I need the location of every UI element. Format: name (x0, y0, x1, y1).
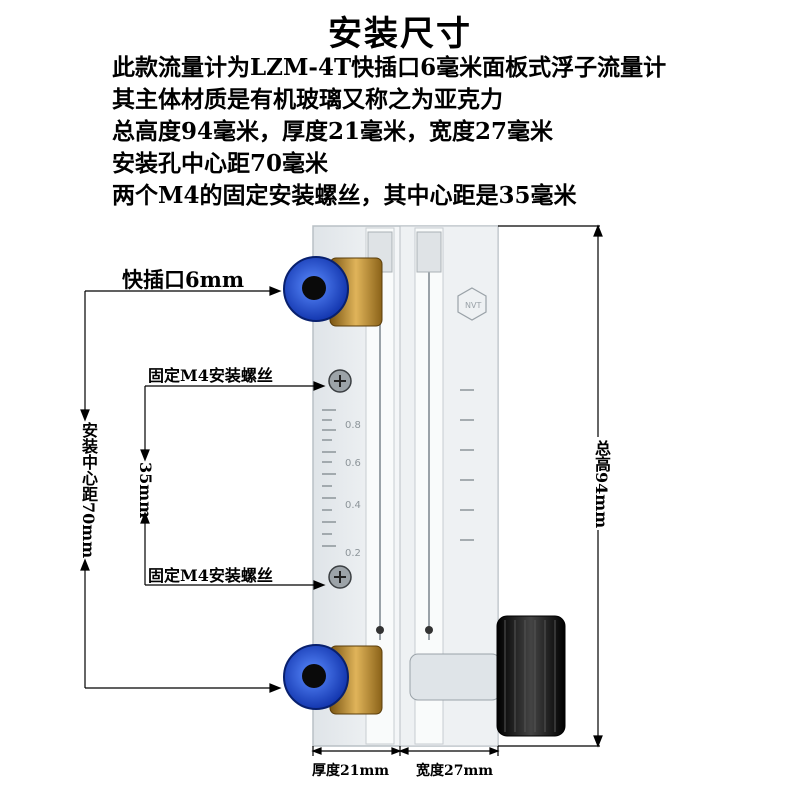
description-block: 此款流量计为LZM-4T快插口6毫米面板式浮子流量计 其主体材质是有机玻璃又称之… (112, 52, 666, 212)
svg-text:NVT: NVT (465, 301, 481, 310)
description-line: 两个M4的固定安装螺丝，其中心距是35毫米 (112, 182, 577, 209)
description-line: 此款流量计为LZM-4T快插口6毫米面板式浮子流量计 (112, 54, 667, 81)
screw-top-label: 固定M4安装螺丝 (148, 366, 273, 385)
scale-label: 0.6 (345, 458, 361, 469)
width-label: 宽度27mm (416, 763, 494, 779)
description-line: 安装孔中心距70毫米 (112, 150, 329, 177)
screw-top-icon (328, 369, 352, 393)
description-line: 其主体材质是有机玻璃又称之为亚克力 (112, 86, 503, 113)
dimension-lines (80, 224, 603, 756)
description-line: 总高度94毫米，厚度21毫米，宽度27毫米 (112, 118, 554, 145)
scale-label: 0.2 (345, 548, 361, 559)
scale-label: 0.8 (345, 420, 361, 431)
valve-knob-icon (409, 615, 566, 737)
scale-ticks (322, 389, 474, 547)
screw-bottom-icon (328, 565, 352, 589)
scale-label: 0.4 (345, 500, 361, 511)
total-height-label: 总高94mm (592, 440, 611, 529)
page-title: 安装尺寸 (328, 14, 472, 54)
quick-connector-top-icon (283, 256, 383, 327)
hole-distance-label: 安装中心距70mm (79, 422, 98, 559)
thickness-label: 厚度21mm (312, 763, 390, 779)
quick-connector-label: 快插口6mm (122, 267, 245, 292)
screw-distance-label: 35mm (136, 462, 155, 519)
scale-labels: 0.8 0.6 0.4 0.2 (345, 420, 361, 559)
brand-logo-icon: NVT (457, 287, 487, 321)
screw-bottom-label: 固定M4安装螺丝 (148, 566, 273, 585)
quick-connector-bottom-icon (283, 644, 383, 715)
